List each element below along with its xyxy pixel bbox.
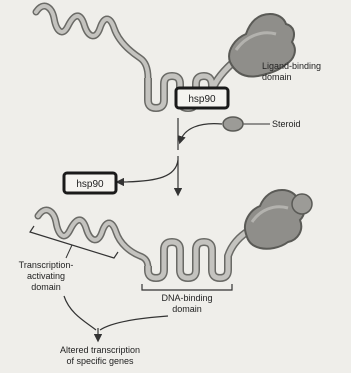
ligand-binding-label-1: Ligand-binding — [262, 61, 321, 71]
outcome-label-1: Altered transcription — [60, 345, 140, 355]
dbd-label-2: domain — [172, 304, 202, 314]
hsp90-label-released: hsp90 — [76, 179, 104, 190]
inactive-receptor: hsp90 — [36, 6, 295, 108]
steroid-to-flow-arrow — [180, 124, 222, 142]
outcome-arrow-right — [100, 316, 168, 330]
tad-label-2: activating — [27, 271, 65, 281]
outcome-arrow-left — [64, 296, 96, 330]
ligand-binding-label-2: domain — [262, 72, 292, 82]
dbd-label-1: DNA-binding — [161, 293, 212, 303]
outcome-label-2: of specific genes — [66, 356, 134, 366]
bound-steroid — [292, 194, 312, 214]
tad-label-1: Transcription- — [19, 260, 74, 270]
dna-binding-domain-bracket — [142, 284, 232, 290]
hsp90-label-top: hsp90 — [188, 94, 216, 105]
steroid-label: Steroid — [272, 119, 301, 129]
steroid-molecule — [223, 117, 243, 131]
release-hsp90-arrow — [118, 160, 178, 182]
tad-label-3: domain — [31, 282, 61, 292]
active-receptor — [38, 190, 312, 278]
